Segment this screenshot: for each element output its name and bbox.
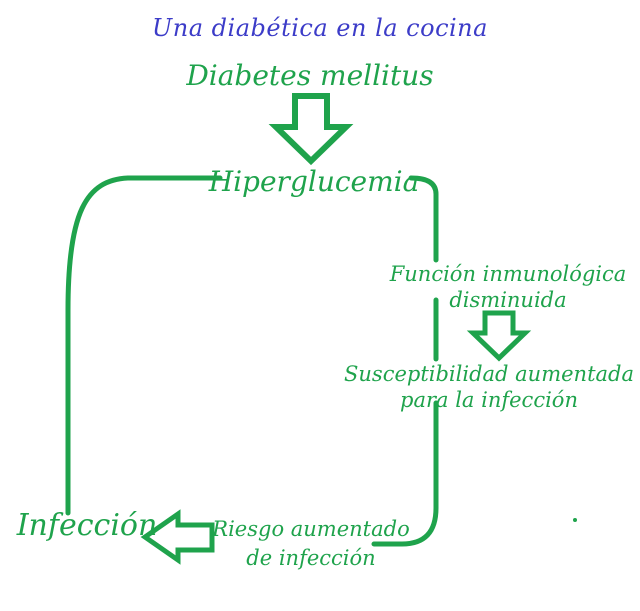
node-hiperglucemia: Hiperglucemia <box>208 165 420 198</box>
node-susceptibilidad-line1: Susceptibilidad aumentada <box>344 362 634 386</box>
left-arrow-icon <box>140 509 215 565</box>
down-arrow-icon <box>268 93 354 166</box>
page-title: Una diabética en la cocina <box>152 14 488 42</box>
down-arrow-icon <box>466 310 532 362</box>
node-infeccion: Infección <box>16 508 158 543</box>
node-riesgo-line1: Riesgo aumentado <box>212 517 410 541</box>
node-funcion-inmunologica: Función inmunológica disminuida <box>390 261 627 313</box>
right-top-connector <box>408 175 439 263</box>
node-susceptibilidad: Susceptibilidad aumentada para la infecc… <box>344 361 634 413</box>
right-bottom-connector <box>371 400 439 547</box>
node-riesgo-aumentado: Riesgo aumentado de infección <box>212 515 409 573</box>
node-diabetes-mellitus: Diabetes mellitus <box>186 59 434 92</box>
stray-dot <box>573 518 577 522</box>
node-susceptibilidad-line2: para la infección <box>400 388 578 412</box>
left-loop-connector <box>65 175 223 516</box>
node-riesgo-line2: de infección <box>246 546 376 570</box>
node-funcion-line1: Función inmunológica <box>389 262 627 286</box>
node-funcion-line2: disminuida <box>449 288 567 312</box>
